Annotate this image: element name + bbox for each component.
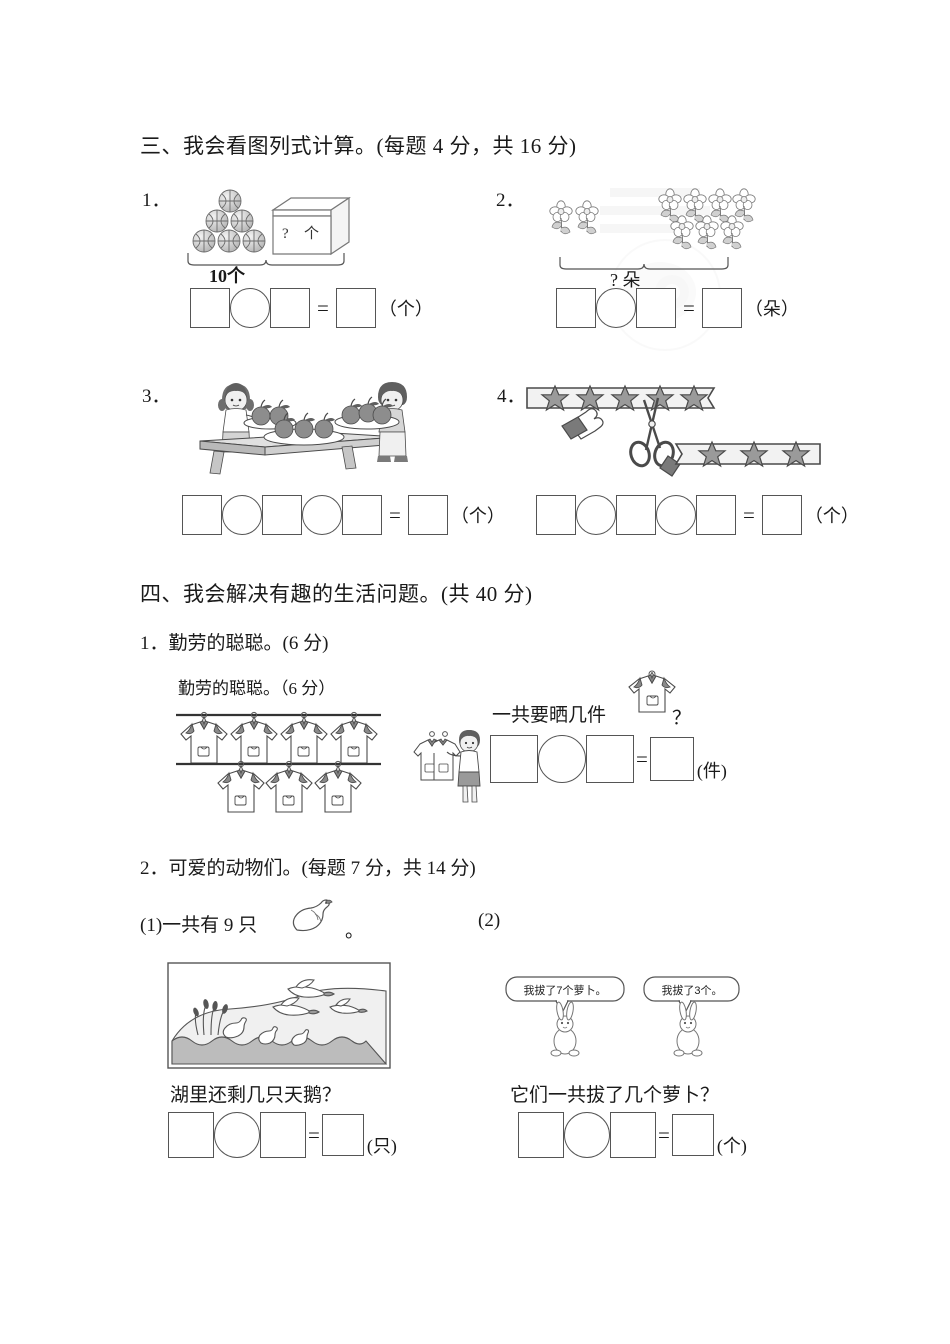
unit-label: (个): [716, 1136, 747, 1156]
equals-sign: =: [636, 746, 648, 771]
flower-groups-picture: [548, 186, 756, 256]
answer-box[interactable]: [270, 288, 310, 328]
formula-4-2-2: = (个): [518, 1112, 747, 1158]
item-4-1-line: 1．勤劳的聪聪。(6 分): [140, 628, 328, 655]
result-box[interactable]: [701, 288, 742, 328]
result-box[interactable]: [407, 495, 448, 535]
answer-box[interactable]: [260, 1112, 306, 1158]
answer-box[interactable]: [536, 495, 576, 535]
basketball-bracket-label: 10个: [209, 266, 245, 286]
star-strip-picture: [522, 378, 822, 488]
section-4-heading: 四、我会解决有趣的生活问题。(共 40 分): [140, 582, 533, 606]
item-4-1-question-mark: ？: [672, 708, 692, 729]
answer-box[interactable]: [518, 1112, 564, 1158]
unit-label: （个）: [450, 506, 505, 526]
children-apples-picture: [182, 375, 432, 485]
equals-sign: =: [389, 502, 401, 527]
equals-sign: =: [683, 295, 695, 320]
formula-3-3: = （个）: [182, 495, 505, 535]
result-box[interactable]: [761, 495, 802, 535]
answer-box[interactable]: [182, 495, 222, 535]
basketball-bracket: [186, 251, 356, 267]
operator-circle[interactable]: [302, 495, 342, 535]
sub-4-2-1-label: (1): [140, 915, 163, 936]
section-3-heading: 三、我会看图列式计算。(每题 4 分，共 16 分): [140, 134, 577, 158]
flower-bracket-label: ? 朵: [610, 270, 641, 290]
rabbit-bubble-2-text: 我拔了3个。: [661, 983, 722, 997]
sub-4-2-1-lead: (1)一共有 9 只: [140, 910, 257, 937]
sub-4-2-2-label: (2): [478, 910, 501, 931]
boy-with-shirts-picture: [412, 728, 492, 806]
clothesline-picture: [176, 706, 476, 813]
answer-box[interactable]: [586, 735, 634, 783]
operator-circle[interactable]: [576, 495, 616, 535]
unit-label: (只): [366, 1136, 397, 1156]
swan-icon: [285, 898, 341, 934]
operator-circle[interactable]: [214, 1112, 260, 1158]
formula-4-2-1: = (只): [168, 1112, 397, 1158]
item-4-1-question-line: 一共要晒几件: [492, 700, 606, 727]
formula-3-2: = （朵）: [556, 288, 799, 328]
unit-label: （个）: [378, 299, 433, 319]
answer-box[interactable]: [610, 1112, 656, 1158]
shirt-icon: [626, 668, 678, 716]
answer-box[interactable]: [616, 495, 656, 535]
question-3-1-number: 1．: [142, 190, 171, 211]
sub-4-2-1-question: 湖里还剩几只天鹅？: [170, 1085, 342, 1106]
formula-3-4: = （个）: [536, 495, 859, 535]
result-box[interactable]: [671, 1114, 714, 1156]
answer-box[interactable]: [636, 288, 676, 328]
operator-circle[interactable]: [656, 495, 696, 535]
unit-label: （朵）: [744, 299, 799, 319]
equals-sign: =: [317, 295, 329, 320]
lake-swans-picture: [167, 962, 391, 1069]
sub-4-2-2-question: 它们一共拔了几个萝卜？: [510, 1085, 720, 1106]
item-4-2-line: 2．可爱的动物们。(每题 7 分，共 14 分): [140, 853, 476, 880]
result-box[interactable]: [321, 1114, 364, 1156]
answer-box[interactable]: [262, 495, 302, 535]
answer-box[interactable]: [556, 288, 596, 328]
equals-sign: =: [308, 1122, 320, 1147]
result-box[interactable]: [335, 288, 376, 328]
operator-circle[interactable]: [230, 288, 270, 328]
rabbits-picture: 我拔了7个萝卜。 我拔了3个。: [504, 975, 754, 1065]
sub-4-2-1-lead-after: 。: [345, 921, 365, 942]
question-3-4-number: 4．: [497, 386, 526, 407]
svg-text:?: ?: [282, 226, 289, 242]
answer-box[interactable]: [168, 1112, 214, 1158]
item-4-1-question-text: 一共要晒几件: [492, 705, 607, 726]
unit-label: (件): [696, 761, 727, 781]
operator-circle[interactable]: [564, 1112, 610, 1158]
item-4-1-number: 1．: [140, 633, 169, 654]
question-3-2-number: 2．: [496, 190, 525, 211]
unit-label: （个）: [804, 506, 859, 526]
item-4-2-title: 可爱的动物们。(每题 7 分，共 14 分): [168, 858, 476, 879]
answer-box[interactable]: [342, 495, 382, 535]
flower-bracket: [558, 255, 740, 271]
answer-box[interactable]: [190, 288, 230, 328]
formula-3-1: = （个）: [190, 288, 433, 328]
sub-4-2-1-lead-before: 一共有 9 只: [162, 915, 258, 936]
item-4-2-number: 2．: [140, 858, 169, 879]
operator-circle[interactable]: [596, 288, 636, 328]
answer-box[interactable]: [490, 735, 538, 783]
rabbit-bubble-1-text: 我拔了7个萝卜。: [523, 983, 606, 997]
operator-circle[interactable]: [538, 735, 586, 783]
operator-circle[interactable]: [222, 495, 262, 535]
item-4-1-title: 勤劳的聪聪。(6 分): [168, 633, 329, 654]
formula-4-1: = (件): [490, 735, 727, 783]
question-3-3-number: 3．: [142, 386, 171, 407]
svg-text:个: 个: [304, 225, 319, 242]
result-box[interactable]: [649, 737, 694, 781]
answer-box[interactable]: [696, 495, 736, 535]
item-4-1-inner-title: 勤劳的聪聪。（6 分）: [178, 679, 336, 698]
basketballs-and-box-picture: ? 个: [186, 188, 356, 273]
equals-sign: =: [658, 1122, 670, 1147]
equals-sign: =: [743, 502, 755, 527]
